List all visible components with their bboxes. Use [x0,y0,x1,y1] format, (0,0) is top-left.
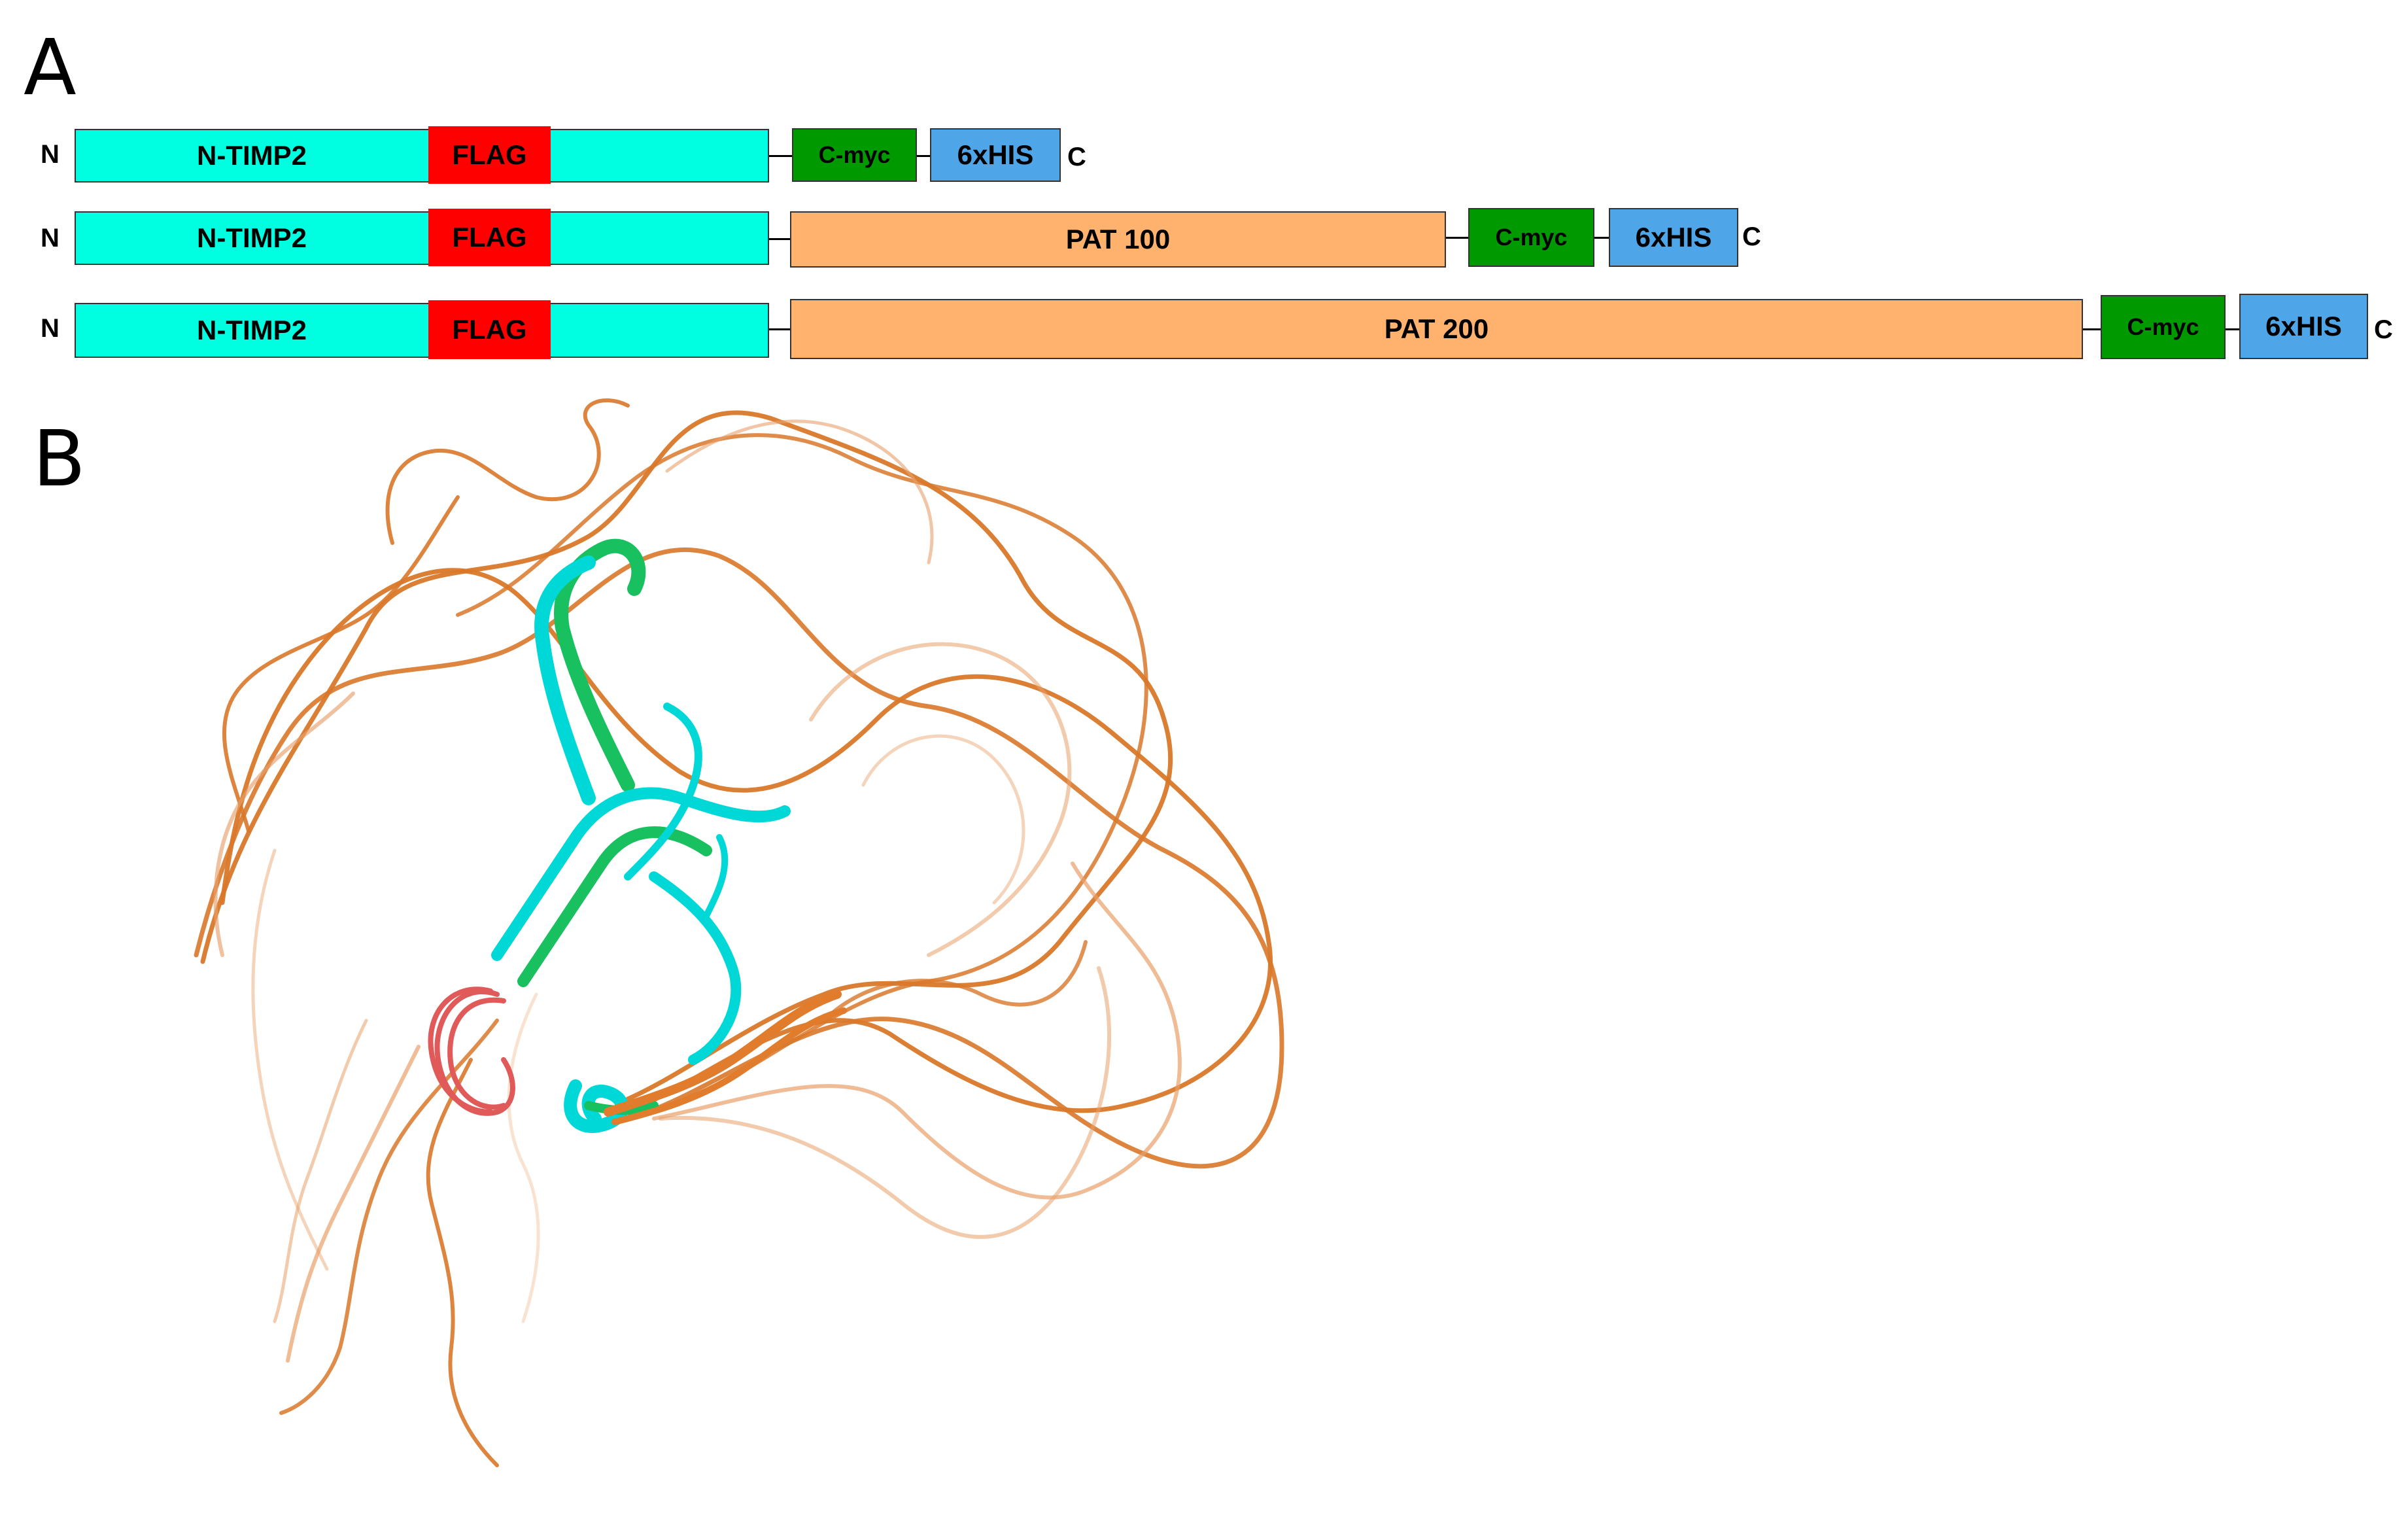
linker [1594,237,1609,239]
pat-coil [507,992,540,1323]
n-terminus-label: N [41,314,60,343]
flag-loop-strand [428,986,493,1115]
c-terminus-label: C [1067,143,1086,171]
pat-coil [286,1045,421,1363]
his-label: 6xHIS [957,139,1034,170]
pat-coil [251,848,329,1271]
pat-domain: PAT 100 [790,211,1446,268]
pat-label: PAT 100 [1065,224,1171,254]
cmyc-label: C-myc [818,141,891,168]
cmyc-tag: C-myc [1468,208,1594,267]
pat-coil [194,547,1284,1169]
his-tag: 6xHIS [1609,208,1738,267]
timp-ribbon [534,555,596,805]
ntimp2-domain: N-TIMP2 [75,129,769,183]
pat-coil [659,966,1112,1239]
linker [1446,237,1468,239]
timp-ribbon [649,871,742,1065]
linker [769,328,790,330]
timp2-core [491,538,847,1133]
flag-tag: FLAG [428,126,551,184]
pat-coil [385,398,630,545]
flag-label: FLAG [452,139,527,170]
pat-coil [861,734,1025,905]
pat-label: PAT 200 [1384,313,1489,344]
n-terminus-label: N [41,140,60,169]
pat-coil [822,940,1088,1022]
pat-coil [200,410,1173,1102]
pat-coil [279,1019,499,1415]
linker [769,238,790,240]
panel-a-label: A [24,22,77,113]
linker [917,155,930,157]
his-label: 6xHIS [2265,311,2342,341]
timp-ribbon [554,538,646,792]
pat-domain: PAT 200 [790,299,2083,359]
pat-coil [426,1058,499,1467]
cmyc-label: C-myc [2127,313,2199,340]
timp-ribbon [703,834,729,919]
flag-loop [428,986,515,1116]
timp-ribbon [517,826,712,987]
c-terminus-label: C [2374,315,2393,344]
ntimp2-label: N-TIMP2 [197,315,307,345]
linker [2226,328,2239,330]
linker [769,155,792,157]
flag-label: FLAG [452,314,527,345]
cmyc-tag: C-myc [792,128,917,182]
ntimp2-label: N-TIMP2 [197,222,307,253]
pat-coil [456,433,1148,1114]
flag-loop-strand [447,997,506,1110]
ntimp2-domain: N-TIMP2 [75,303,769,358]
his-tag: 6xHIS [2239,294,2368,359]
pat-coil-ensemble [194,398,1284,1467]
linker [2083,328,2101,330]
pat-coil [273,1019,368,1323]
pat-coil [652,862,1182,1200]
n-terminus-label: N [41,224,60,253]
pat-bundle [611,1007,847,1125]
his-label: 6xHIS [1635,222,1712,253]
flag-tag: FLAG [428,300,551,359]
flag-label: FLAG [452,222,527,253]
c-terminus-label: C [1742,222,1761,251]
timp-ribbon [491,787,791,961]
pat-coil [220,568,1273,1113]
ntimp2-label: N-TIMP2 [197,140,307,171]
pat-coil [665,419,934,565]
pat-coil [222,495,460,833]
pat-coil [213,691,355,957]
flag-tag: FLAG [428,209,551,266]
his-tag: 6xHIS [930,128,1061,182]
cmyc-label: C-myc [1495,224,1568,251]
pat-coil [809,642,1072,957]
pat-bundle [604,990,842,1117]
timp-ribbon [624,703,702,881]
panel-b-label: B [33,413,86,504]
cmyc-tag: C-myc [2101,295,2226,359]
ntimp2-domain: N-TIMP2 [75,211,769,265]
